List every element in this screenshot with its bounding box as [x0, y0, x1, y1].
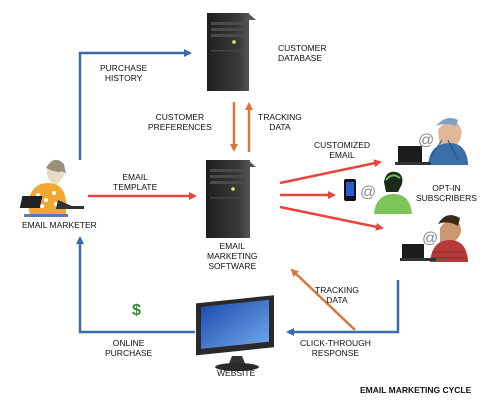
node-label-opt-in-subscribers: OPT-IN SUBSCRIBERS: [416, 183, 477, 203]
node-label-email-marketer: EMAIL MARKETER: [22, 220, 97, 230]
edge-label-purchase-history: PURCHASE HISTORY: [100, 63, 148, 83]
edge-label-online-purchase: ONLINE PURCHASE: [105, 338, 153, 358]
customer-database-server-icon: [207, 13, 256, 91]
email-marketing-software-server-icon: [206, 160, 256, 238]
arrow-online-purchase: [76, 236, 195, 334]
edge-label-email-template: EMAIL TEMPLATE: [113, 172, 158, 192]
at-sign-icon-2: @: [360, 184, 377, 201]
edge-label-tracking-data-bottom: TRACKING DATA: [315, 285, 359, 305]
arrow-customized-email-1: [279, 159, 382, 185]
edge-label-customized-email: CUSTOMIZED EMAIL: [314, 140, 371, 160]
node-label-email-marketing-software: EMAIL MARKETING SOFTWARE: [207, 241, 258, 271]
subscriber-1-person-icon: [395, 118, 468, 165]
edge-label-customer-preferences: CUSTOMER PREFERENCES: [148, 112, 212, 132]
node-label-website: WEBSITE: [217, 368, 256, 378]
website-monitor-icon: [196, 295, 274, 371]
arrow-purchase-history: [78, 49, 192, 160]
arrow-click-through-response: [286, 280, 400, 336]
node-label-customer-database: CUSTOMER DATABASE: [278, 43, 327, 63]
arrow-tracking-data-bottom: [290, 268, 356, 331]
at-sign-icon-1: @: [418, 132, 435, 149]
email-marketer-person-icon: [19, 159, 84, 217]
at-sign-icon-3: @: [422, 230, 439, 247]
subscriber-2-person-icon: [344, 171, 412, 214]
edge-label-click-through-response: CLICK-THROUGH RESPONSE: [300, 338, 371, 358]
arrow-customized-email-3: [279, 205, 384, 231]
diagram-title: EMAIL MARKETING CYCLE: [360, 385, 472, 395]
dollar-icon: $: [132, 302, 141, 319]
subscriber-3-person-icon: [400, 215, 468, 262]
edge-label-tracking-data-top: TRACKING DATA: [258, 112, 302, 132]
